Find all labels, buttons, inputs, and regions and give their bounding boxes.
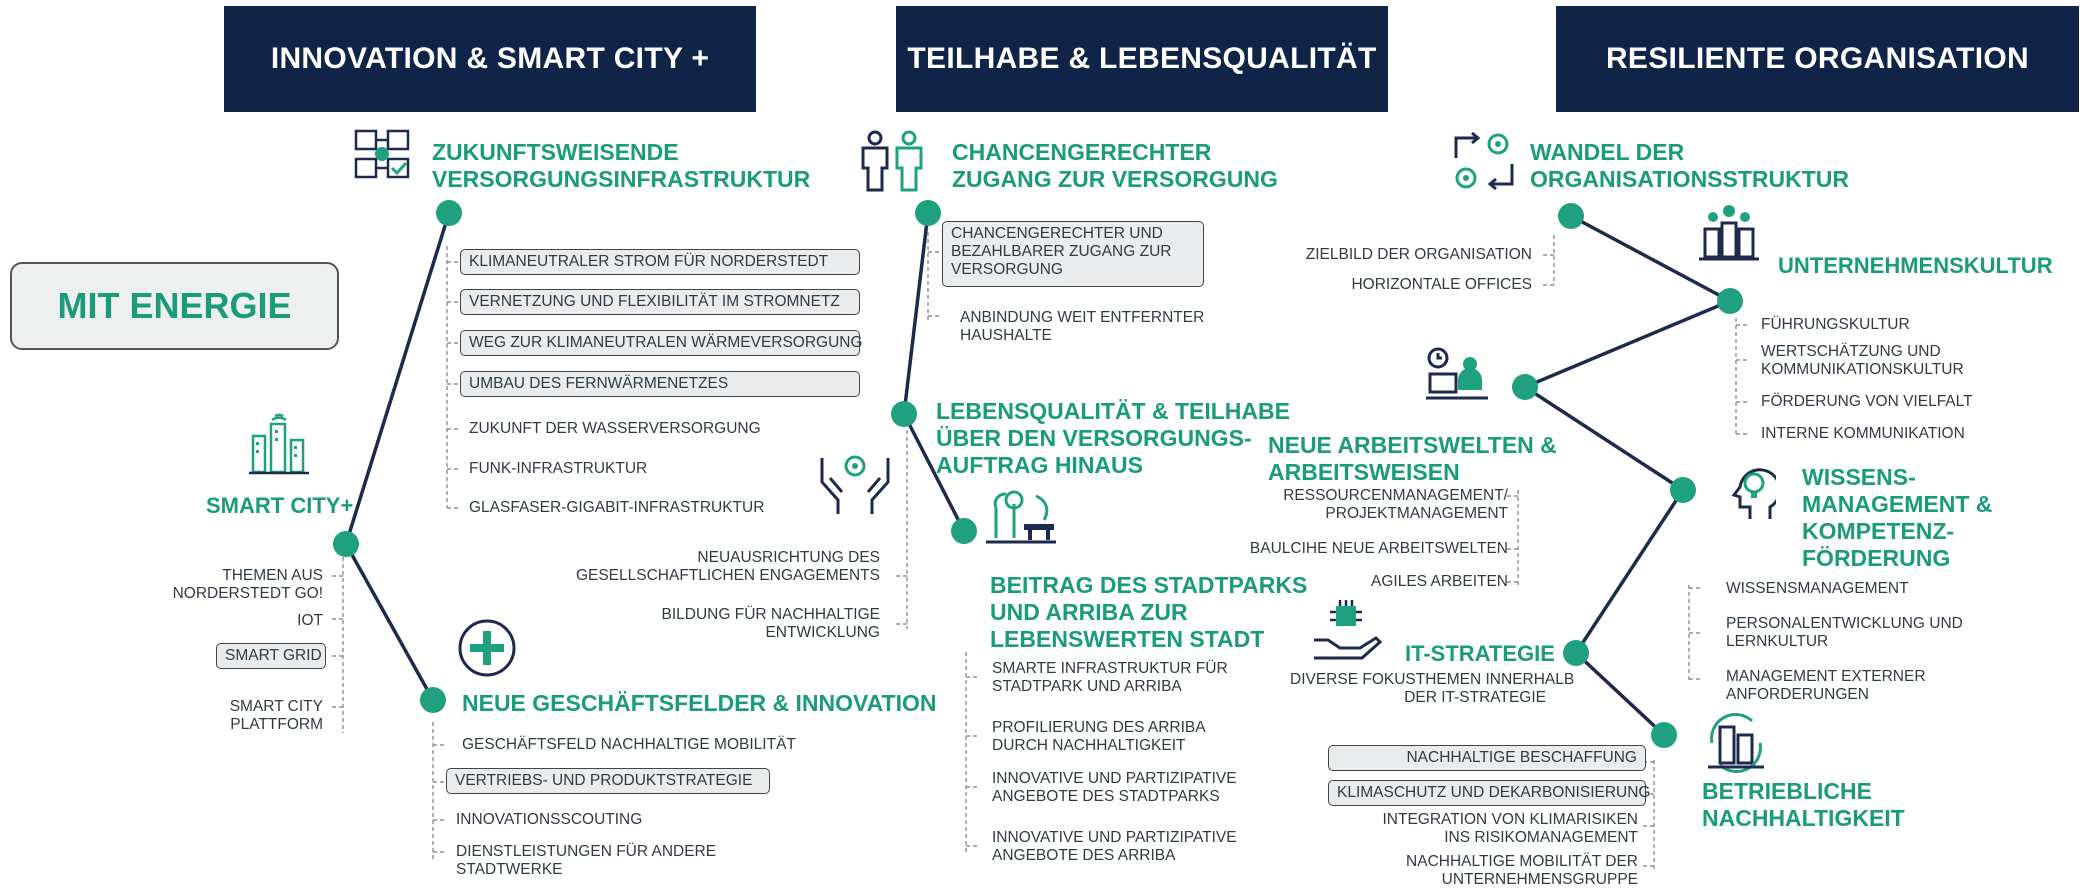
- neue-item-3: INNOVATIONSSCOUTING: [456, 811, 643, 828]
- title-neue-geschaeftsfelder: NEUE GESCHÄFTSFELDER & INNOVATION: [462, 690, 937, 716]
- knowledge-head-icon: [1731, 468, 1776, 519]
- title-smart-city: SMART CITY+: [206, 493, 354, 518]
- hands-gear-icon: [820, 455, 890, 514]
- workspace-icon: [1426, 347, 1488, 400]
- plus-circle-icon: [458, 619, 516, 677]
- wissen-item-1: WISSENSMANAGEMENT: [1726, 580, 1909, 597]
- betrieb-item-1: NACHHALTIGE BESCHAFFUNG: [1328, 745, 1646, 771]
- smart-item-3: SMART GRID: [216, 643, 326, 669]
- title-wissensmanagement: WISSENS-MANAGEMENT &KOMPETENZ-FÖRDERUNG: [1802, 464, 1993, 571]
- zukunft-item-1: KLIMANEUTRALER STROM FÜR NORDERSTEDT: [460, 249, 860, 275]
- header-teilhabe: TEILHABE & LEBENSQUALITÄT: [896, 6, 1388, 112]
- neue-item-1: GESCHÄFTSFELD NACHHALTIGE MOBILITÄT: [462, 736, 796, 753]
- people-icon: [861, 130, 923, 192]
- park-icon: [986, 490, 1056, 544]
- main-badge: MIT ENERGIE: [10, 262, 339, 350]
- zukunft-item-2: VERNETZUNG UND FLEXIBILITÄT IM STROMNETZ: [460, 289, 860, 315]
- org-change-icon: [1454, 131, 1514, 191]
- arbeit-item-1: RESSOURCENMANAGEMENT/PROJEKTMANAGEMENT: [1283, 487, 1508, 522]
- infrastructure-icon: [354, 129, 410, 179]
- betrieb-item-2: KLIMASCHUTZ UND DEKARBONISIERUNG: [1328, 780, 1650, 806]
- zukunft-item-6: FUNK-INFRASTRUKTUR: [469, 460, 648, 477]
- smart-item-2: IOT: [297, 612, 323, 629]
- zukunft-item-5: ZUKUNFT DER WASSERVERSORGUNG: [469, 420, 761, 437]
- sustainable-building-icon: [1708, 713, 1764, 773]
- title-unternehmenskultur: UNTERNEHMENSKULTUR: [1778, 253, 2053, 278]
- wandel-item-2: HORIZONTALE OFFICES: [1351, 276, 1532, 293]
- kultur-item-1: FÜHRUNGSKULTUR: [1761, 316, 1910, 333]
- header-resiliente: RESILIENTE ORGANISATION: [1556, 6, 2079, 112]
- arbeit-item-2: BAULCIHE NEUE ARBEITSWELTEN: [1249, 540, 1508, 557]
- title-it-strategie: IT-STRATEGIE: [1405, 641, 1555, 666]
- kultur-item-3: FÖRDERUNG VON VIELFALT: [1761, 393, 1973, 410]
- title-arbeitswelten: NEUE ARBEITSWELTEN &ARBEITSWEISEN: [1268, 432, 1557, 485]
- neue-item-2: VERTRIEBS- UND PRODUKTSTRATEGIE: [446, 768, 770, 794]
- zukunft-item-4: UMBAU DES FERNWÄRMENETZES: [460, 371, 860, 397]
- zukunft-item-3: WEG ZUR KLIMANEUTRALEN WÄRMEVERSORGUNG: [460, 330, 863, 356]
- header-innovation: INNOVATION & SMART CITY +: [224, 6, 756, 112]
- smart-city-icon: [249, 413, 309, 475]
- zukunft-item-7: GLASFASER-GIGABIT-INFRASTRUKTUR: [469, 499, 765, 516]
- arbeit-item-3: AGILES ARBEITEN: [1371, 573, 1508, 590]
- company-culture-icon: [1699, 205, 1759, 261]
- it-chip-hand-icon: [1314, 600, 1382, 660]
- wandel-item-1: ZIELBILD DER ORGANISATION: [1305, 246, 1532, 263]
- kultur-item-4: INTERNE KOMMUNIKATION: [1761, 425, 1965, 442]
